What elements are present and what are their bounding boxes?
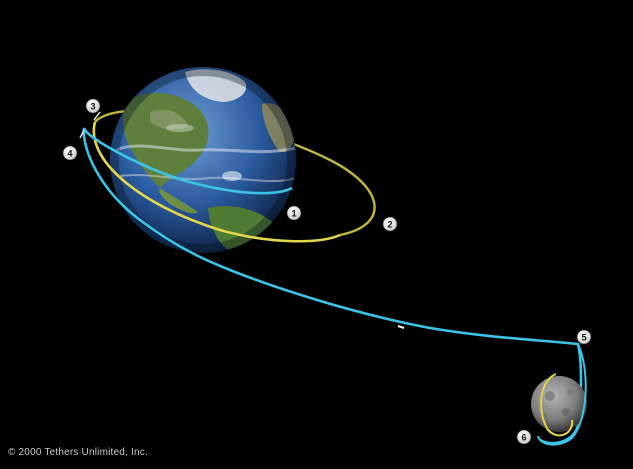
marker-4: 4	[62, 145, 78, 161]
trajectory-cyan	[82, 127, 583, 445]
tether-tick	[397, 325, 405, 329]
marker-1-label: 1	[291, 209, 296, 219]
marker-3-label: 3	[90, 102, 95, 112]
moon-orbit-yellow	[540, 373, 574, 437]
earth-globe	[110, 67, 296, 253]
orbit-front-yellow	[92, 121, 341, 243]
marker-5-label: 5	[581, 333, 586, 343]
marker-3: 3	[85, 98, 101, 114]
marker-6-label: 6	[521, 433, 526, 443]
moon-orbit-cyan	[537, 343, 587, 446]
marker-2: 2	[382, 216, 398, 232]
marker-5: 5	[576, 329, 592, 345]
moon-sphere	[531, 376, 587, 432]
marker-2-label: 2	[387, 220, 392, 230]
marker-4-label: 4	[67, 149, 72, 159]
marker-6: 6	[516, 429, 532, 445]
marker-1: 1	[286, 205, 302, 221]
tether-tick	[79, 129, 85, 139]
copyright-credit: © 2000 Tethers Unlimited, Inc.	[8, 447, 148, 458]
tether-tick	[93, 111, 101, 121]
